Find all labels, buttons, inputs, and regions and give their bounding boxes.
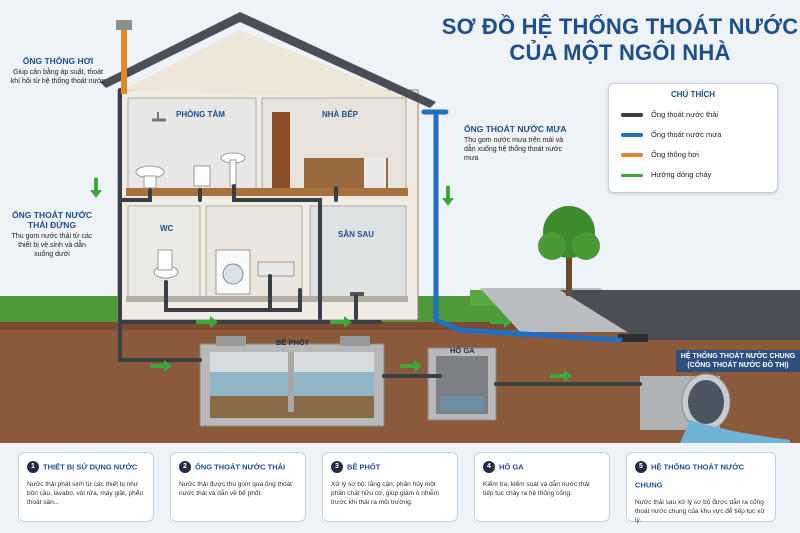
title-line-2: CỦA MỘT NGÔI NHÀ — [509, 40, 731, 65]
step-cards: 1 THIẾT BỊ SỬ DỤNG NƯỚC Nước thải phát si… — [18, 452, 782, 524]
step-desc-4: Kiểm tra, kiểm soát và dẫn nước thải tiế… — [483, 481, 590, 497]
step-number-5: 5 — [635, 460, 647, 473]
legend-swatch-flow-arrow-icon — [621, 173, 643, 177]
step-desc-2: Nước thải được thu gom qua ống thoát nướ… — [179, 481, 292, 497]
step-desc-5: Nước thải sau xử lý sơ bộ được dẫn ra cố… — [635, 499, 765, 524]
legend-item-waste: Ống thoát nước thải — [621, 110, 718, 120]
rain-callout: ỐNG THOÁT NƯỚC MƯA Thu gom nước mưa trên… — [464, 124, 576, 163]
step-desc-3: Xử lý sơ bộ: lắng cặn, phân hủy một phần… — [331, 481, 439, 506]
vent-callout: ỐNG THÔNG HƠI Giúp cân bằng áp suất, tho… — [10, 56, 106, 86]
sewer-main-pipe — [640, 373, 790, 443]
legend-panel: CHÚ THÍCH Ống thoát nước thải Ống thoát … — [608, 83, 778, 193]
step-title-2: ỐNG THOÁT NƯỚC THẢI — [195, 462, 286, 472]
step-desc-1: Nước thải phát sinh từ các thiết bị như … — [27, 481, 144, 506]
rain-callout-title: ỐNG THOÁT NƯỚC MƯA — [464, 124, 567, 134]
legend-label-rain: Ống thoát nước mưa — [651, 130, 722, 139]
legend-title: CHÚ THÍCH — [671, 90, 715, 99]
step-title-4: HỐ GA — [499, 462, 524, 472]
step-card-3: 3 BỂ PHỐT Xử lý sơ bộ: lắng cặn, phân hủy… — [322, 452, 458, 522]
legend-swatch-waste — [621, 113, 643, 118]
legend-label-waste: Ống thoát nước thải — [651, 110, 719, 119]
room-kitchen-label: NHÀ BẾP — [322, 110, 359, 119]
tree — [538, 206, 600, 296]
road — [560, 290, 800, 340]
step-number-1: 1 — [27, 460, 39, 473]
vent-callout-desc: Giúp cân bằng áp suất, thoát khí hôi từ … — [10, 69, 106, 85]
room-bathroom-label: PHÒNG TẮM — [176, 110, 225, 119]
sewer-label: HỆ THỐNG THOÁT NƯỚC CHUNG (CỐNG THOÁT NƯ… — [676, 350, 800, 372]
rain-pipe — [421, 109, 623, 343]
legend-item-rain: Ống thoát nước mưa — [621, 130, 721, 140]
vent-pipe — [116, 20, 132, 94]
legend-swatch-vent — [621, 153, 643, 158]
step-card-4: 4 HỐ GA Kiểm tra, kiểm soát và dẫn nước t… — [474, 452, 610, 522]
legend-swatch-rain — [621, 133, 643, 138]
manhole-label: HỐ GA — [450, 346, 475, 355]
legend-label-flow: Hướng dòng chảy — [651, 170, 712, 179]
step-title-1: THIẾT BỊ SỬ DỤNG NƯỚC — [43, 462, 138, 472]
stack-callout: ỐNG THOÁT NƯỚC THẢI ĐỨNG Thu gom nước th… — [10, 210, 94, 259]
septic-tank-label: BỂ PHỐT — [276, 338, 310, 347]
step-number-2: 2 — [179, 460, 191, 473]
house — [100, 12, 436, 321]
manhole-box — [427, 347, 497, 421]
step-title-3: BỂ PHỐT — [347, 462, 381, 472]
legend-item-vent: Ống thông hơi — [621, 150, 699, 160]
room-wc-label: WC — [160, 224, 174, 233]
legend-item-flow: Hướng dòng chảy — [621, 170, 711, 180]
flow-arrows — [90, 178, 572, 382]
stack-callout-desc: Thu gom nước thải từ các thiết bị vệ sin… — [11, 233, 93, 258]
vent-callout-title: ỐNG THÔNG HƠI — [22, 56, 94, 66]
step-number-4: 4 — [483, 460, 495, 473]
rain-callout-desc: Thu gom nước mưa trên mái và dẫn xuống h… — [464, 137, 564, 162]
step-card-2: 2 ỐNG THOÁT NƯỚC THẢI Nước thải được thu … — [170, 452, 306, 522]
stack-callout-title: ỐNG THOÁT NƯỚC THẢI ĐỨNG — [12, 210, 92, 230]
legend-label-vent: Ống thông hơi — [651, 150, 699, 159]
page-title: SƠ ĐỒ HỆ THỐNG THOÁT NƯỚC CỦA MỘT NGÔI N… — [440, 14, 800, 66]
septic-tank — [199, 336, 385, 427]
step-number-3: 3 — [331, 460, 343, 473]
step-card-1: 1 THIẾT BỊ SỬ DỤNG NƯỚC Nước thải phát si… — [18, 452, 154, 522]
title-line-1: SƠ ĐỒ HỆ THỐNG THOÁT NƯỚC — [441, 14, 799, 39]
step-title-5: HỆ THỐNG THOÁT NƯỚC CHUNG — [635, 462, 745, 490]
room-yard-label: SÂN SAU — [338, 230, 375, 239]
